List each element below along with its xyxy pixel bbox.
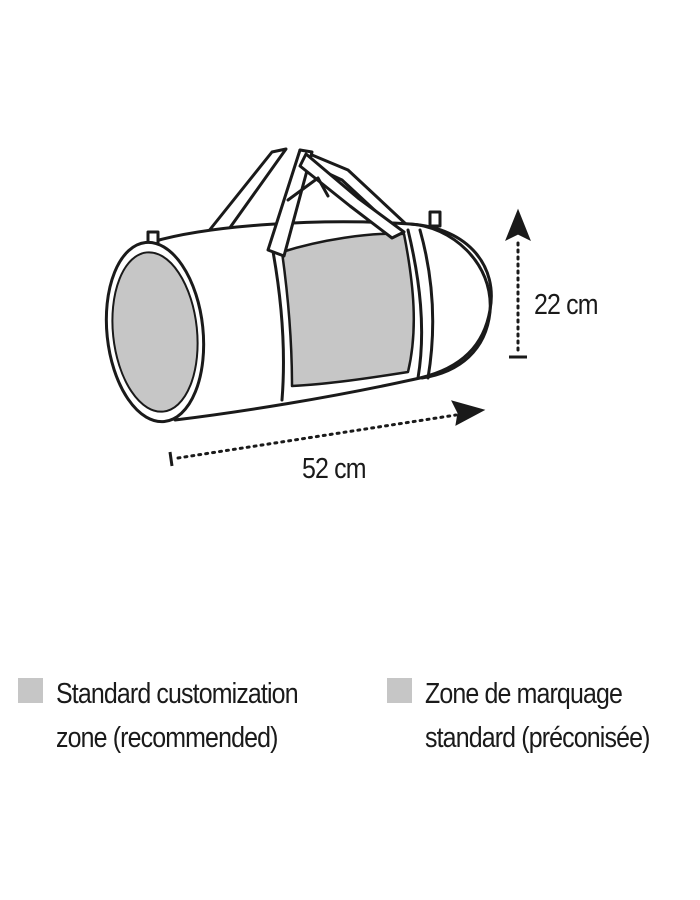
front-handle-left <box>266 148 314 258</box>
length-dimension <box>168 400 486 467</box>
legend-text-en: Standard customization zone (recommended… <box>56 672 299 760</box>
right-band-2 <box>418 228 435 380</box>
front-handle-inner <box>286 176 330 202</box>
legend-text-fr: Zone de marquage standard (préconisée) <box>425 672 650 760</box>
end-customization-zone <box>111 251 199 413</box>
right-tab <box>428 210 442 228</box>
height-dimension <box>505 208 531 359</box>
front-handle-right <box>298 152 406 240</box>
left-band <box>270 244 286 402</box>
height-arrow-head <box>505 208 531 242</box>
bag-right-end <box>408 222 492 380</box>
side-customization-zone <box>280 232 416 388</box>
length-arrow-head <box>451 400 486 426</box>
legend-en-line1: Standard customization <box>56 678 299 710</box>
legend-swatch-en <box>18 678 43 703</box>
height-label: 22 cm <box>534 289 598 321</box>
legend-en-line2: zone (recommended) <box>56 722 278 754</box>
legend-swatch-fr <box>387 678 412 703</box>
duffel-bag-diagram <box>104 147 531 467</box>
legend-fr-line1: Zone de marquage <box>425 678 623 710</box>
legend-fr-line2: standard (préconisée) <box>425 722 650 754</box>
right-band <box>406 228 424 380</box>
length-label: 52 cm <box>302 453 366 485</box>
